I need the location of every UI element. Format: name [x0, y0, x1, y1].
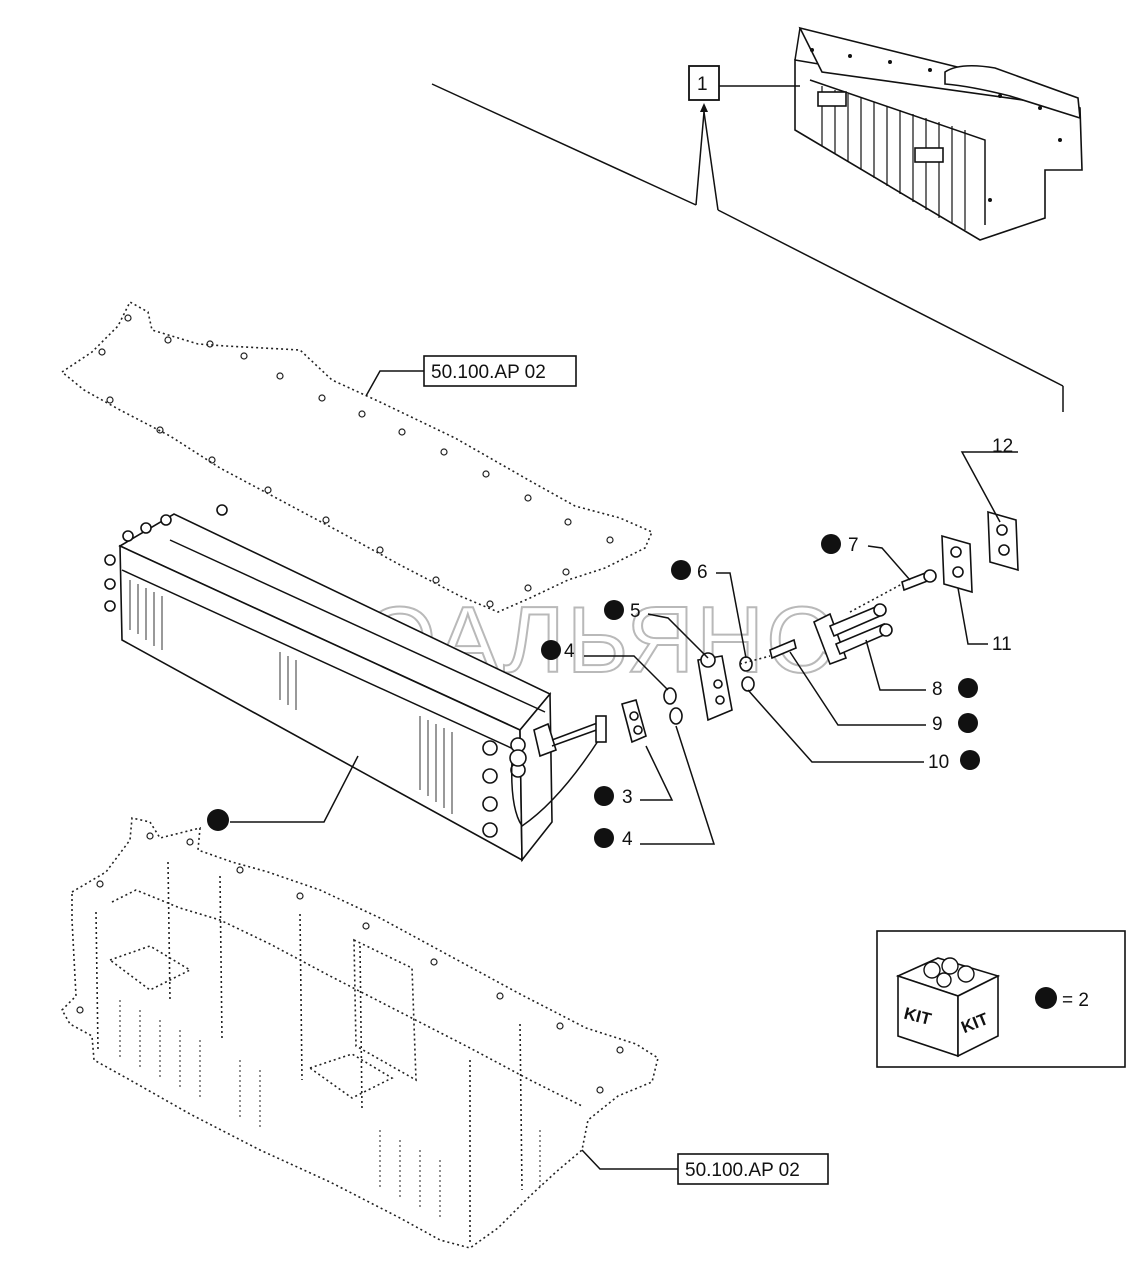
gasket-reference[interactable]: 50.100.AP 02	[365, 355, 577, 397]
bullet-dot-icon	[671, 560, 691, 580]
callout-label: 7	[848, 535, 859, 556]
callout-label: 6	[697, 562, 708, 583]
callout-label: 3	[622, 787, 633, 808]
ref-label-housing: 50.100.AP 02	[685, 1160, 800, 1181]
bullet-dot-icon	[1035, 987, 1057, 1009]
bullet-dot-icon	[207, 809, 229, 831]
callout-label: 4	[564, 641, 575, 662]
callout-label: 10	[928, 752, 949, 773]
callout-4-upper: 4	[541, 640, 669, 691]
housing-outline	[61, 817, 659, 1249]
callout-label: 4	[622, 829, 633, 850]
callout-6: 6	[671, 560, 747, 659]
bullet-dot-icon	[958, 713, 978, 733]
kit-legend-label: = 2	[1062, 990, 1089, 1011]
kit-legend: KIT KIT = 2	[876, 930, 1126, 1068]
bullet-dot-icon	[821, 534, 841, 554]
bullet-dot-icon	[958, 678, 978, 698]
ref-box-housing[interactable]	[677, 1153, 829, 1185]
callout-9: 9	[789, 651, 978, 735]
bullet-dot-icon	[604, 600, 624, 620]
callout-8: 8	[865, 639, 978, 700]
bullet-dot-icon	[594, 828, 614, 848]
callout-label: 11	[992, 634, 1012, 655]
kit-box-icon: KIT KIT	[895, 957, 1001, 1058]
bullet-dot-icon	[960, 750, 980, 770]
callout-12: 12	[960, 436, 1018, 523]
ref-box-gasket[interactable]	[423, 355, 577, 387]
callout-label: 9	[932, 714, 943, 735]
callout-4-lower: 4	[594, 725, 716, 850]
callout-label: 12	[992, 436, 1013, 457]
assembly-overview-drawing	[794, 26, 1083, 241]
ref-label-gasket: 50.100.AP 02	[431, 362, 546, 383]
housing-reference[interactable]: 50.100.AP 02	[581, 1149, 829, 1185]
callout-11: 11	[957, 587, 1012, 655]
bullet-dot-icon	[541, 640, 561, 660]
item-box	[688, 65, 720, 101]
callout-3: 3	[594, 745, 674, 808]
evaporator-core-leader	[207, 755, 359, 831]
valve-parts-drawing	[621, 510, 1019, 744]
callout-5: 5	[604, 600, 709, 659]
callout-label: 8	[932, 679, 943, 700]
callout-10: 10	[747, 689, 980, 773]
item-box-label: 1	[697, 74, 708, 95]
evaporator-core-drawing	[104, 504, 607, 863]
callout-7: 7	[821, 534, 911, 581]
bullet-dot-icon	[594, 786, 614, 806]
item-1-callout: 1	[431, 65, 1064, 412]
gasket-outline	[60, 300, 654, 613]
callout-label: 5	[630, 601, 641, 622]
